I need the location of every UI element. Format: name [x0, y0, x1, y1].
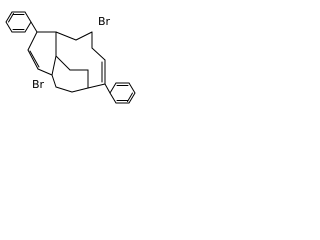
bromine-label-top: Br [98, 15, 111, 28]
chemical-structure-diagram: Br Br [5, 11, 136, 104]
phenyl-ring-top-left [5, 11, 32, 33]
bromine-label-bottom: Br [32, 78, 45, 91]
bicyclic-core [27, 21, 111, 94]
phenyl-ring-bottom-right [109, 82, 136, 104]
bond-phenyl-top [30, 21, 38, 33]
bond-phenyl-bottom [104, 83, 111, 94]
